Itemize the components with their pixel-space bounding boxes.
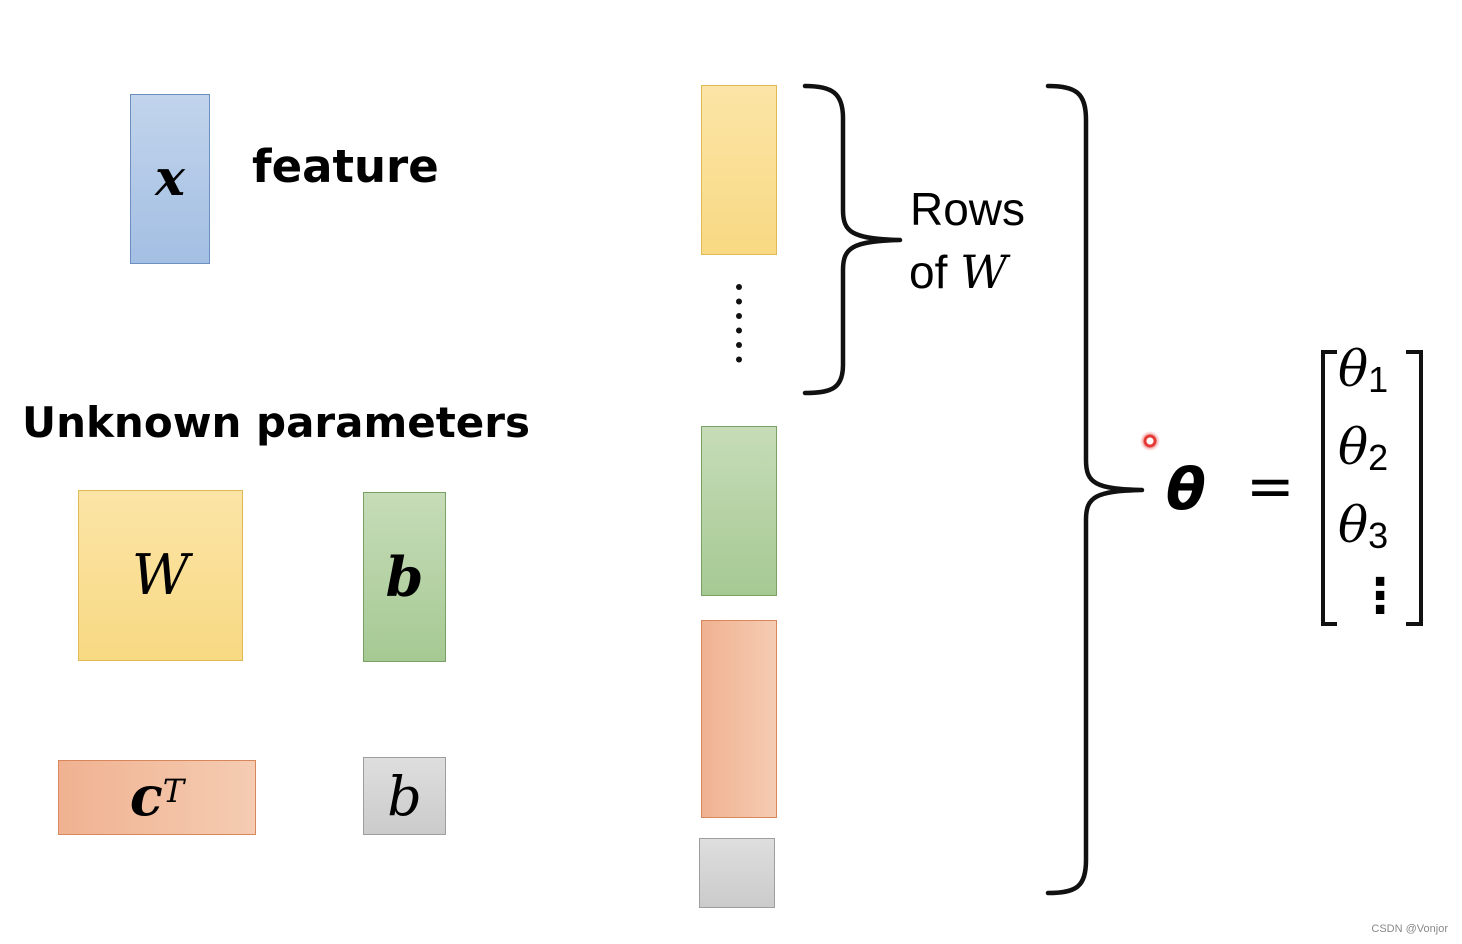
feature-x-symbol: x	[155, 147, 185, 207]
c-symbol: c	[129, 763, 163, 828]
cT-vector-box: cT	[58, 760, 256, 835]
theta-vector-vdots: ⋮	[1356, 568, 1404, 624]
b-scalar-column-box	[699, 838, 775, 908]
unknown-parameters-heading: Unknown parameters	[22, 398, 530, 447]
theta-entry-2: θ2	[1338, 418, 1412, 496]
W-symbol: W	[131, 543, 190, 608]
rows-vdots	[735, 283, 743, 365]
b-vector-symbol: b	[385, 545, 424, 609]
theta-entry-3-base: θ	[1338, 496, 1369, 554]
equals-sign: =	[1246, 452, 1295, 520]
transpose-superscript: T	[162, 772, 185, 811]
left-bracket-path	[1321, 350, 1337, 626]
W-row-box	[701, 85, 777, 255]
rows-brace-path	[802, 83, 903, 396]
c-column-box	[701, 620, 777, 818]
b-scalar-symbol: b	[387, 764, 422, 828]
theta-entry-2-base: θ	[1338, 418, 1369, 476]
cT-symbol: cT	[130, 764, 184, 828]
theta-entry-1: θ1	[1338, 340, 1412, 418]
theta-vector-entries: θ1 θ2 θ3	[1338, 340, 1412, 566]
feature-x-box: x	[130, 94, 210, 264]
rows-label-line1: Rows	[910, 183, 1026, 235]
feature-label: feature	[252, 140, 439, 193]
credit-watermark: CSDN @Vonjor	[1371, 923, 1448, 935]
theta-entry-1-sub: 1	[1368, 359, 1389, 401]
b-scalar-box: b	[363, 757, 446, 835]
theta-entry-1-base: θ	[1338, 340, 1369, 398]
b-column-box	[701, 426, 777, 596]
pointer-dot	[1140, 431, 1160, 451]
rows-label-of: of	[909, 246, 961, 298]
rows-vdots-svg	[736, 284, 742, 363]
b-vector-box: b	[363, 492, 446, 662]
theta-brace-path	[1045, 83, 1145, 896]
rows-label-W: W	[960, 245, 1008, 299]
theta-entry-3-sub: 3	[1368, 515, 1389, 557]
right-bracket-path	[1406, 350, 1423, 626]
theta-entry-3: θ3	[1338, 496, 1412, 566]
rows-label-line2: of W	[909, 245, 1007, 299]
theta-entry-2-sub: 2	[1368, 437, 1389, 479]
W-matrix-box: W	[78, 490, 243, 661]
theta-symbol: θ	[1166, 455, 1206, 523]
